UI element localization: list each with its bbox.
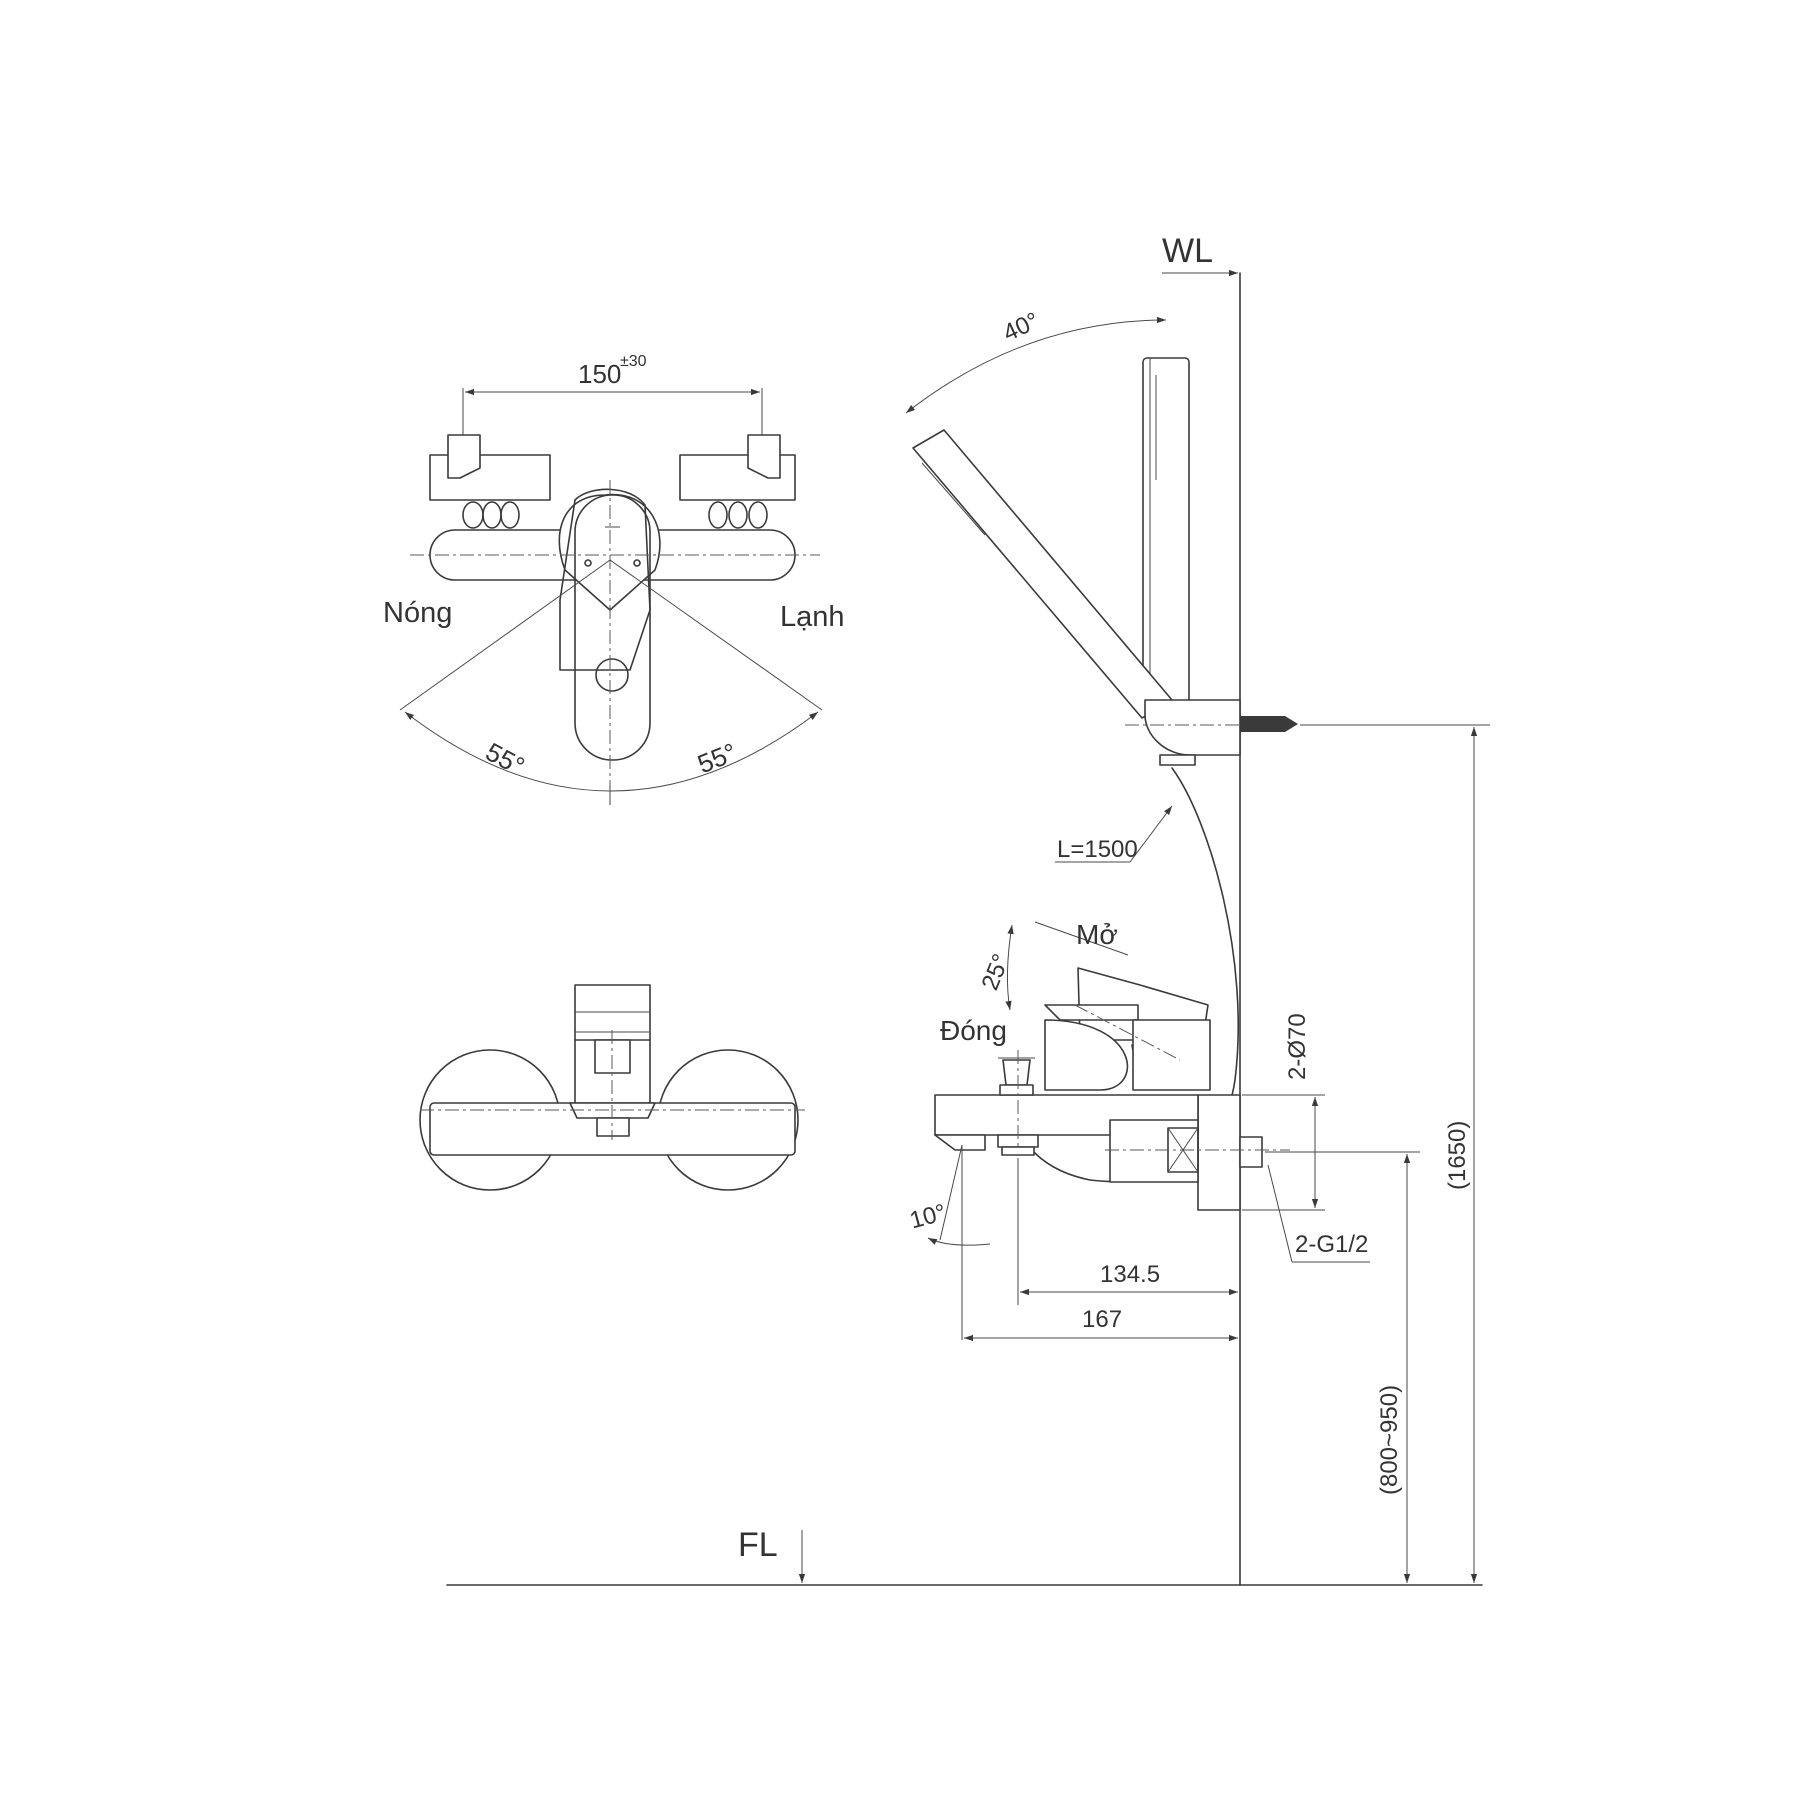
flange-dim-label: 2-Ø70 (1284, 1013, 1311, 1080)
right-angle-label: 55° (693, 737, 741, 780)
wall-screw (1240, 716, 1285, 732)
closed-label: Đóng (940, 1015, 1007, 1046)
hose-length-label: L=1500 (1057, 836, 1138, 863)
spout-angle-arc (927, 1237, 991, 1246)
shower-holder (1144, 699, 1241, 756)
lever-angle-label: 25° (977, 950, 1016, 994)
side-view-mixer (934, 921, 1290, 1211)
spacing-value: 150 (578, 359, 621, 389)
dim-1650-label: (1650) (1444, 1121, 1471, 1190)
fl-label: FL (738, 1526, 778, 1564)
side-view-shower (905, 316, 1298, 1183)
hot-label: Nóng (383, 597, 452, 629)
cold-label: Lạnh (780, 601, 845, 633)
thread-label: 2-G1/2 (1295, 1231, 1368, 1258)
dim-800-label: (800~950) (1376, 1385, 1403, 1495)
dim-167-label: 167 (1082, 1306, 1122, 1333)
open-label: Mở (1076, 919, 1118, 950)
dim-134-label: 134.5 (1100, 1261, 1160, 1288)
wall-flange (1197, 1094, 1241, 1211)
rotation-arc (404, 711, 819, 792)
spacing-tolerance: ±30 (620, 353, 647, 370)
front-view (419, 984, 805, 1191)
hand-shower-tilted (912, 429, 1173, 719)
reference-lines (446, 269, 1483, 1586)
left-angle-label: 55° (481, 736, 530, 781)
hand-shower-arc (905, 316, 1167, 414)
top-view (399, 388, 823, 805)
hose-leader (1129, 805, 1173, 863)
wl-label: WL (1162, 232, 1213, 270)
dimension-lines (964, 724, 1490, 1583)
